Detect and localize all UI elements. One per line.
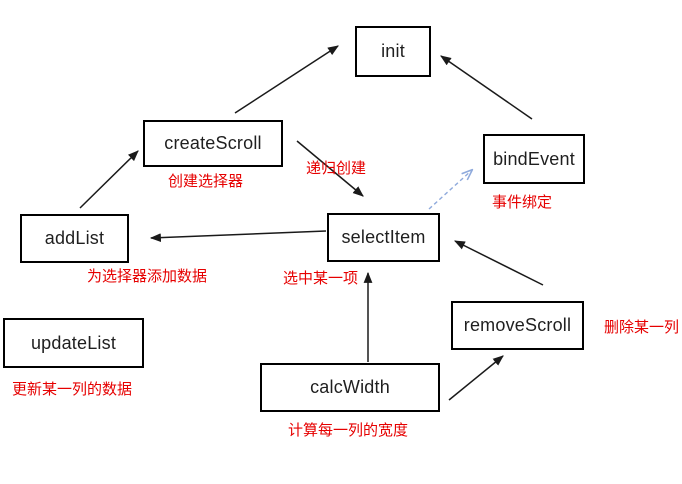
- annotation-remove-scroll: 删除某一列: [604, 319, 680, 336]
- arrow-createScroll-to-init: [234, 45, 339, 114]
- node-bindEvent-label: bindEvent: [493, 148, 575, 169]
- node-selectItem: selectItem: [327, 213, 440, 262]
- arrow-bindEvent-to-init: [440, 55, 533, 120]
- arrow-addList-to-createScroll: [79, 150, 139, 209]
- node-calcWidth-label: calcWidth: [310, 377, 390, 397]
- annotation-recursive-create: 递归创建: [306, 160, 367, 177]
- arrow-createScroll-to-selectItem: [296, 140, 364, 197]
- node-removeScroll-label: removeScroll: [463, 315, 572, 335]
- node-removeScroll: removeScroll: [451, 301, 584, 350]
- node-addList: addList: [20, 214, 129, 263]
- arrow-removeScroll-to-selectItem: [454, 240, 544, 286]
- arrow-calcWidth-to-removeScroll: [448, 355, 504, 401]
- node-init: init: [355, 26, 431, 77]
- node-addList-label: addList: [44, 228, 105, 248]
- annotation-calc-width: 计算每一列的宽度: [288, 422, 409, 439]
- node-bindEvent: bindEvent: [483, 134, 585, 184]
- annotation-create-scroll: 创建选择器: [168, 173, 244, 190]
- arrow-selectItem-to-addList: [149, 230, 327, 243]
- node-selectItem-label: selectItem: [341, 227, 426, 247]
- annotation-add-list: 为选择器添加数据: [87, 268, 208, 285]
- node-calcWidth: calcWidth: [260, 363, 440, 412]
- node-updateList: updateList: [3, 318, 144, 368]
- node-init-label: init: [381, 41, 405, 61]
- annotation-select-item: 选中某一项: [283, 270, 359, 287]
- node-createScroll-label: createScroll: [164, 133, 262, 153]
- node-updateList-label: updateList: [30, 332, 117, 353]
- arrow-selectItem-to-bindEvent-dashed: [428, 170, 472, 210]
- node-createScroll: createScroll: [143, 120, 283, 167]
- annotation-update-list: 更新某一列的数据: [12, 381, 133, 398]
- annotation-bind-event: 事件绑定: [492, 194, 553, 211]
